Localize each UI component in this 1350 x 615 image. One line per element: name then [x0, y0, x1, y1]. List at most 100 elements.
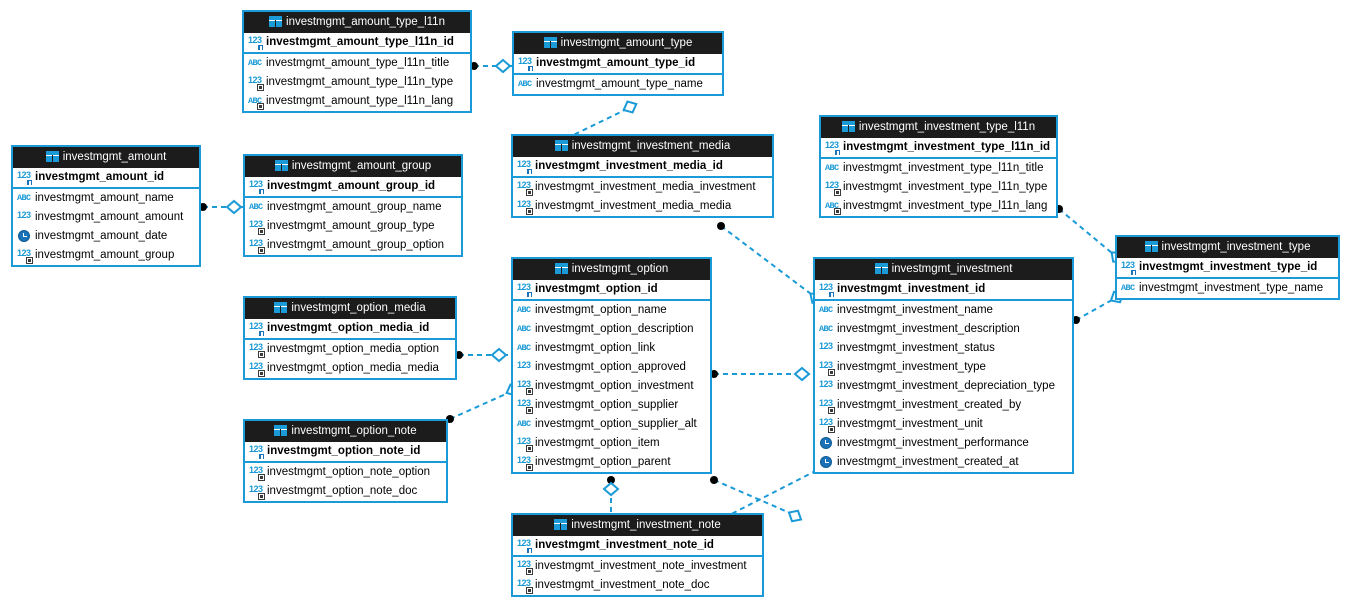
table-icon: [543, 37, 557, 48]
entity-header-amount_group[interactable]: investmgmt_amount_group: [245, 156, 461, 177]
column-row[interactable]: investmgmt_investment_performance: [815, 434, 1072, 453]
relationship-source-dot: [710, 476, 718, 484]
entity-header-option[interactable]: investmgmt_option: [513, 259, 710, 280]
entity-title: investmgmt_investment_type_l11n: [858, 121, 1036, 133]
number-foreign-key-icon: 123: [249, 484, 265, 500]
entity-header-amount_type[interactable]: investmgmt_amount_type: [514, 33, 722, 54]
entity-header-amount_type_l11n[interactable]: investmgmt_amount_type_l11n: [244, 12, 470, 33]
column-label: investmgmt_amount_type_l11n_id: [266, 36, 454, 48]
number-foreign-key-icon: 123: [819, 417, 835, 433]
number-foreign-key-icon: 123: [248, 75, 264, 91]
entity-header-investment_type[interactable]: investmgmt_investment_type: [1117, 237, 1338, 258]
column-row[interactable]: investmgmt_amount_date: [13, 227, 199, 246]
relationship-r3: [199, 199, 243, 215]
entity-header-amount[interactable]: investmgmt_amount: [13, 147, 199, 168]
column-label: investmgmt_option_note_option: [267, 466, 431, 478]
primary-key-icon: 123: [249, 444, 265, 460]
column-label: investmgmt_option_media_option: [267, 343, 439, 355]
entity-header-option_media[interactable]: investmgmt_option_media: [245, 298, 455, 319]
column-label: investmgmt_investment_created_by: [837, 399, 1022, 411]
column-label: investmgmt_amount_type_l11n_title: [266, 57, 450, 69]
table-icon: [554, 519, 568, 530]
entity-header-investment_note[interactable]: investmgmt_investment_note: [513, 515, 762, 536]
entity-header-option_note[interactable]: investmgmt_option_note: [245, 421, 446, 442]
column-label: investmgmt_option_id: [535, 283, 658, 295]
entity-header-investment_media[interactable]: investmgmt_investment_media: [513, 136, 772, 157]
primary-key-icon: 123: [517, 282, 533, 298]
column-row[interactable]: investmgmt_investment_created_at: [815, 453, 1072, 472]
relationship-r5: [717, 222, 823, 304]
relationship-line: [713, 479, 791, 514]
column-label: investmgmt_investment_performance: [837, 437, 1029, 449]
column-label: investmgmt_amount_amount: [35, 211, 184, 223]
entity-header-investment[interactable]: investmgmt_investment: [815, 259, 1072, 280]
entity-header-investment_type_l11n[interactable]: investmgmt_investment_type_l11n: [821, 117, 1056, 138]
